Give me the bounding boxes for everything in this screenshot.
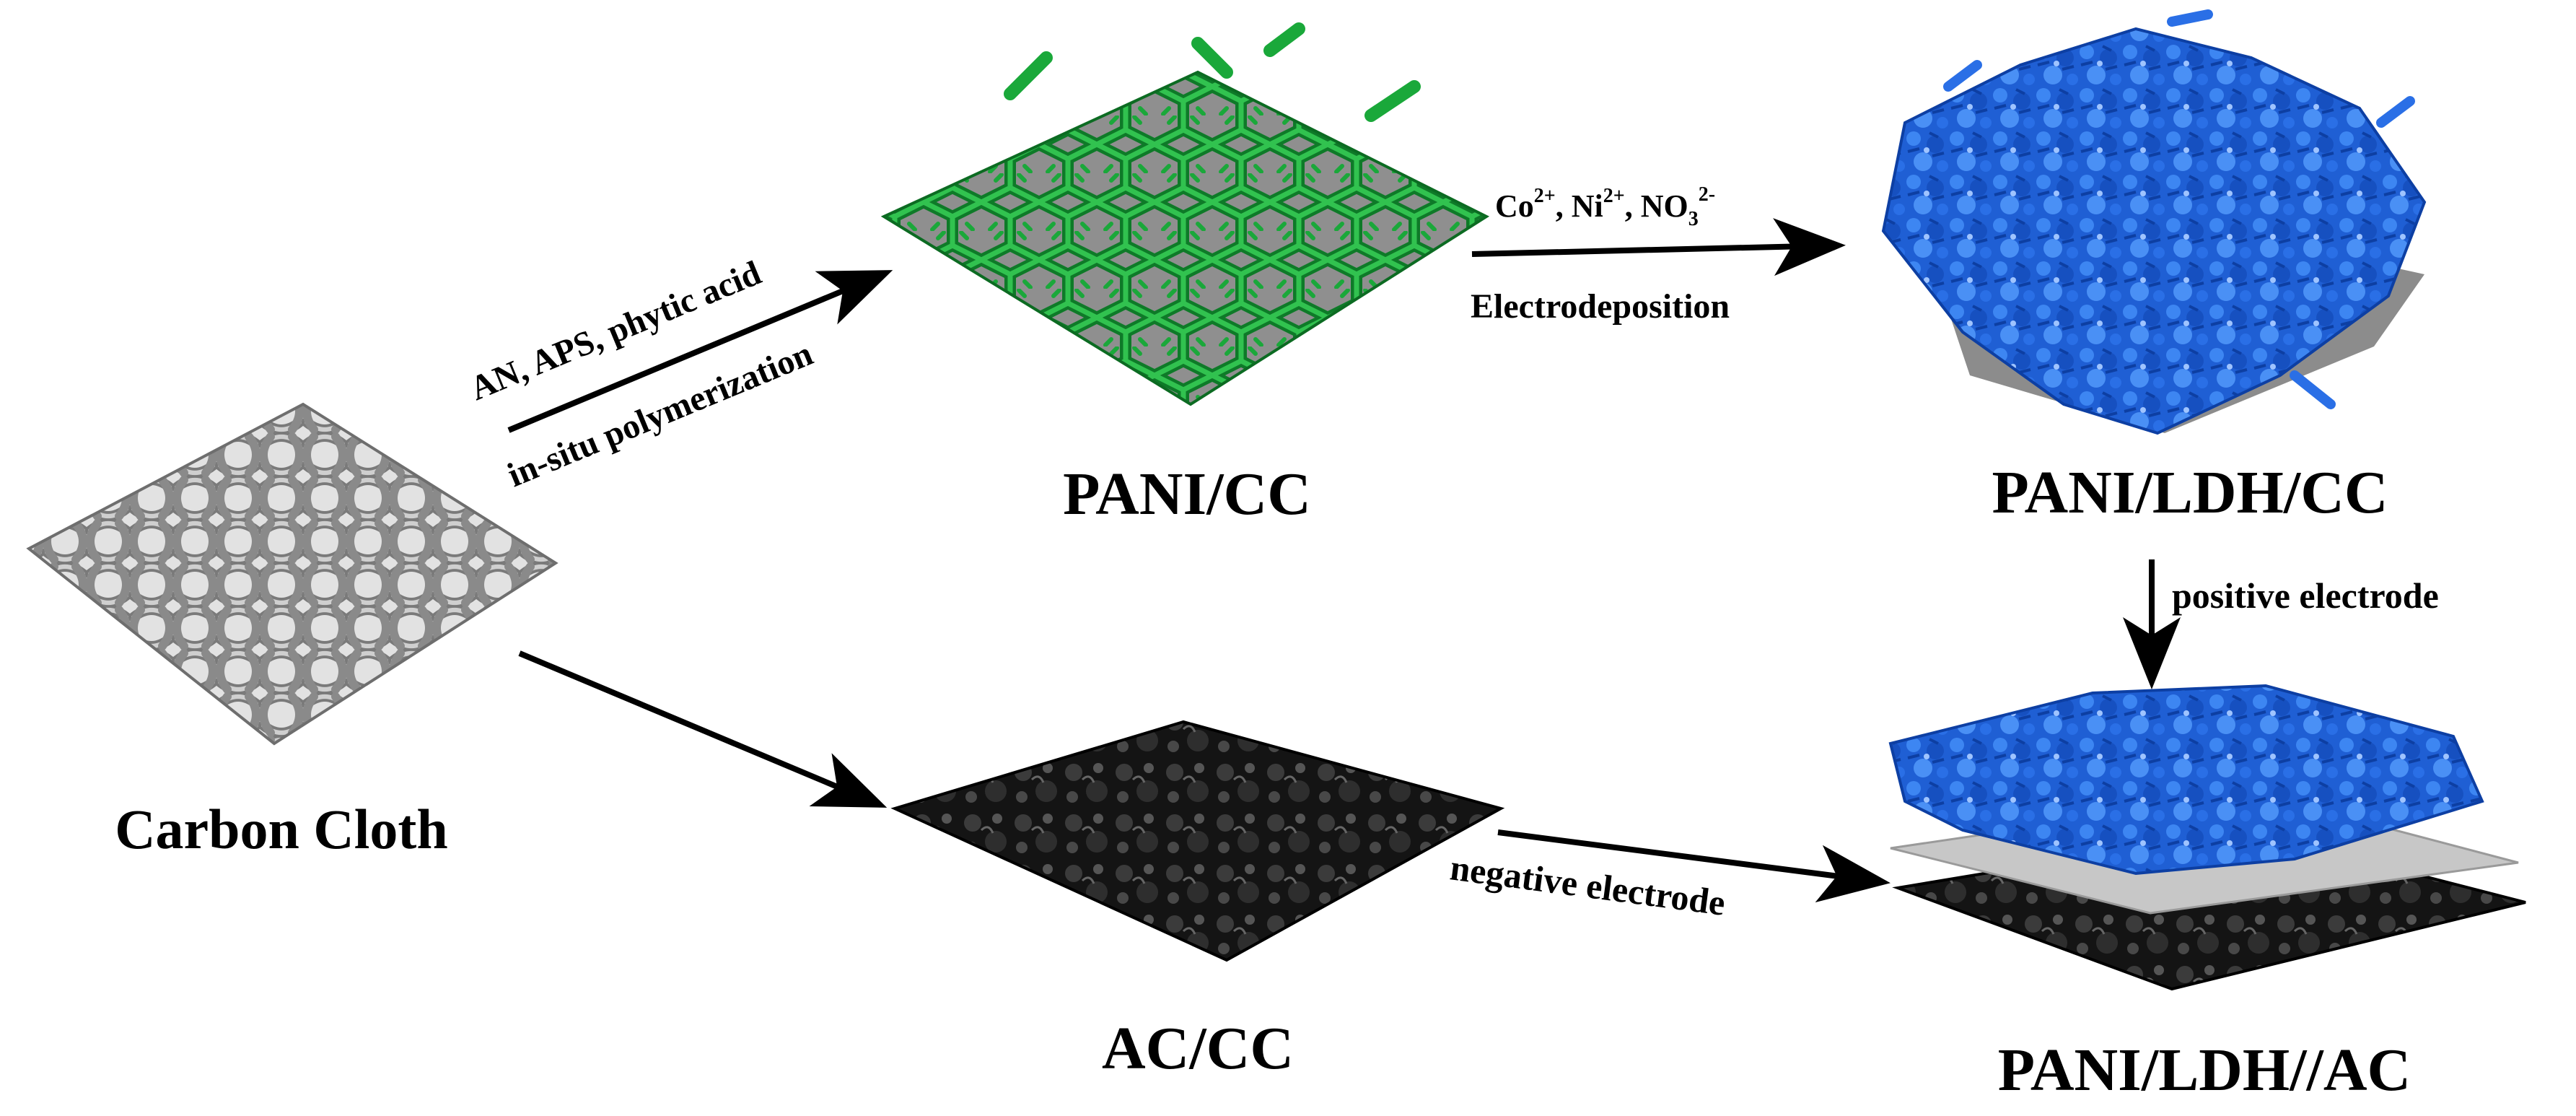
arrow-cloth-to-pani — [507, 270, 893, 433]
ac-cc-label: AC/CC — [1102, 1015, 1294, 1082]
arrow-label-electrodeposition: Electrodeposition — [1471, 287, 1730, 326]
pani-ldh-cc-sample — [1881, 9, 2427, 435]
pani-cc-label: PANI/CC — [1063, 461, 1311, 528]
arrow-label-ions: Co2+, Ni2+, NO32- — [1495, 183, 1715, 230]
pani-ldh-cc-label: PANI/LDH/CC — [1992, 459, 2388, 526]
arrow-label-positive: positive electrode — [2172, 575, 2439, 616]
device-label: PANI/LDH//AC — [1998, 1037, 2411, 1104]
pani-cc-sample — [880, 22, 1490, 406]
carbon-cloth-sample — [26, 402, 558, 746]
ac-cc-sample — [890, 720, 1505, 962]
arrow-pani-to-ldh — [1471, 218, 1846, 276]
device-ldh-layer — [1888, 684, 2484, 876]
carbon-cloth-label: Carbon Cloth — [115, 798, 448, 860]
arrow-ac-to-device — [1497, 829, 1891, 903]
arrow-cloth-to-ac — [518, 650, 888, 808]
device-stack — [1888, 684, 2526, 991]
